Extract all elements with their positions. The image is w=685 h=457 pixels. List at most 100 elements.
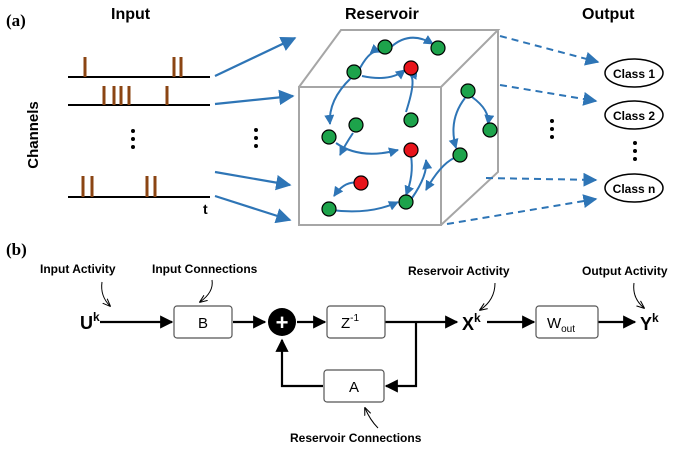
inhibitory-node bbox=[353, 175, 369, 191]
input-title: Input bbox=[111, 6, 151, 23]
excitatory-node bbox=[346, 64, 362, 80]
class-ellipse bbox=[604, 58, 664, 88]
reservoir-cube bbox=[298, 29, 501, 226]
dot bbox=[550, 119, 554, 123]
input-arrows bbox=[214, 36, 297, 224]
input-activity-label: Input Activity bbox=[40, 262, 116, 276]
class-ellipse bbox=[604, 100, 664, 130]
dot bbox=[131, 129, 135, 133]
output-activity-label: Output Activity bbox=[582, 264, 668, 278]
pointer bbox=[480, 282, 496, 310]
connection bbox=[361, 69, 406, 80]
output-classes: Class 1 Class 2 Class n bbox=[604, 58, 664, 203]
dot bbox=[633, 141, 637, 145]
connection bbox=[324, 77, 352, 125]
dot bbox=[550, 127, 554, 131]
block-b bbox=[173, 305, 233, 339]
excitatory-node bbox=[321, 129, 337, 145]
connection bbox=[404, 155, 414, 196]
feedback-up bbox=[275, 338, 323, 388]
connection bbox=[339, 132, 354, 156]
pointer bbox=[365, 408, 379, 429]
panel-a-label: (a) bbox=[6, 11, 26, 30]
pointer bbox=[633, 282, 644, 308]
input-arrow bbox=[214, 170, 292, 191]
x-symbol: Xk bbox=[462, 311, 481, 334]
inhibitory-node bbox=[403, 142, 419, 158]
connection bbox=[357, 44, 381, 73]
reservoir-activity-label: Reservoir Activity bbox=[408, 264, 510, 278]
connection bbox=[425, 157, 455, 191]
dot bbox=[131, 137, 135, 141]
feedback-down bbox=[384, 322, 418, 393]
time-label: t bbox=[203, 201, 208, 217]
pointer bbox=[200, 279, 213, 302]
spike-trains bbox=[68, 76, 210, 198]
class-ellipse bbox=[604, 173, 664, 203]
cube-right-back bbox=[440, 30, 499, 226]
reservoir-connections bbox=[324, 35, 495, 213]
pointer bbox=[101, 281, 110, 306]
dot bbox=[254, 144, 258, 148]
block-connections bbox=[100, 315, 637, 393]
panel-b-label: (b) bbox=[6, 240, 27, 259]
output-arrow bbox=[499, 35, 600, 66]
block-w bbox=[535, 305, 599, 339]
input-arrow bbox=[214, 89, 295, 106]
ellipsis-dots bbox=[131, 119, 637, 161]
panel-b: (b) Input Activity Input Connections Res… bbox=[6, 240, 668, 445]
connection bbox=[335, 142, 399, 158]
dot bbox=[550, 135, 554, 139]
reservoir-connections-label: Reservoir Connections bbox=[290, 431, 422, 445]
connection bbox=[448, 97, 466, 149]
excitatory-node bbox=[377, 39, 393, 55]
input-connections-label: Input Connections bbox=[152, 262, 258, 276]
inhibitory-node bbox=[403, 60, 419, 76]
cube-front bbox=[298, 86, 442, 226]
reservoir-title: Reservoir bbox=[345, 6, 419, 23]
connection bbox=[411, 159, 433, 199]
spikes bbox=[81, 57, 183, 197]
connection bbox=[390, 35, 434, 48]
block-z-label: Z-1 bbox=[341, 313, 360, 332]
excitatory-node bbox=[430, 40, 446, 56]
excitatory-node bbox=[403, 112, 419, 128]
blocks: B Z-1 A Wout + bbox=[173, 305, 599, 403]
output-arrow bbox=[499, 84, 598, 106]
block-a-label: A bbox=[349, 379, 359, 396]
reservoir-nodes bbox=[321, 39, 498, 217]
block-a bbox=[323, 369, 385, 403]
annotation-pointers bbox=[101, 279, 644, 429]
input-arrow bbox=[214, 194, 292, 224]
excitatory-node bbox=[321, 201, 337, 217]
excitatory-node bbox=[460, 83, 476, 99]
output-arrows bbox=[446, 35, 600, 225]
dot bbox=[633, 157, 637, 161]
output-title: Output bbox=[582, 6, 635, 23]
block-z bbox=[326, 305, 386, 339]
block-b-label: B bbox=[198, 315, 208, 332]
connection bbox=[405, 69, 418, 113]
summing-junction bbox=[268, 308, 296, 336]
class-label: Class 2 bbox=[613, 109, 655, 123]
dot bbox=[254, 128, 258, 132]
dot bbox=[633, 149, 637, 153]
panel-a: (a) Input Reservoir Output Channels t bbox=[6, 6, 664, 226]
sum-symbol: + bbox=[276, 310, 289, 335]
output-arrow bbox=[485, 172, 598, 187]
dot bbox=[131, 145, 135, 149]
block-w-label: Wout bbox=[547, 315, 575, 335]
excitatory-node bbox=[398, 194, 414, 210]
channels-label: Channels bbox=[25, 101, 42, 169]
dot bbox=[254, 136, 258, 140]
output-arrow bbox=[446, 194, 598, 225]
excitatory-node bbox=[348, 117, 364, 133]
input-arrow bbox=[214, 36, 297, 77]
connection bbox=[471, 96, 495, 125]
class-label: Class 1 bbox=[613, 67, 655, 81]
y-symbol: Yk bbox=[640, 311, 659, 334]
excitatory-node bbox=[452, 147, 468, 163]
class-label: Class n bbox=[613, 182, 656, 196]
u-symbol: Uk bbox=[80, 310, 100, 333]
